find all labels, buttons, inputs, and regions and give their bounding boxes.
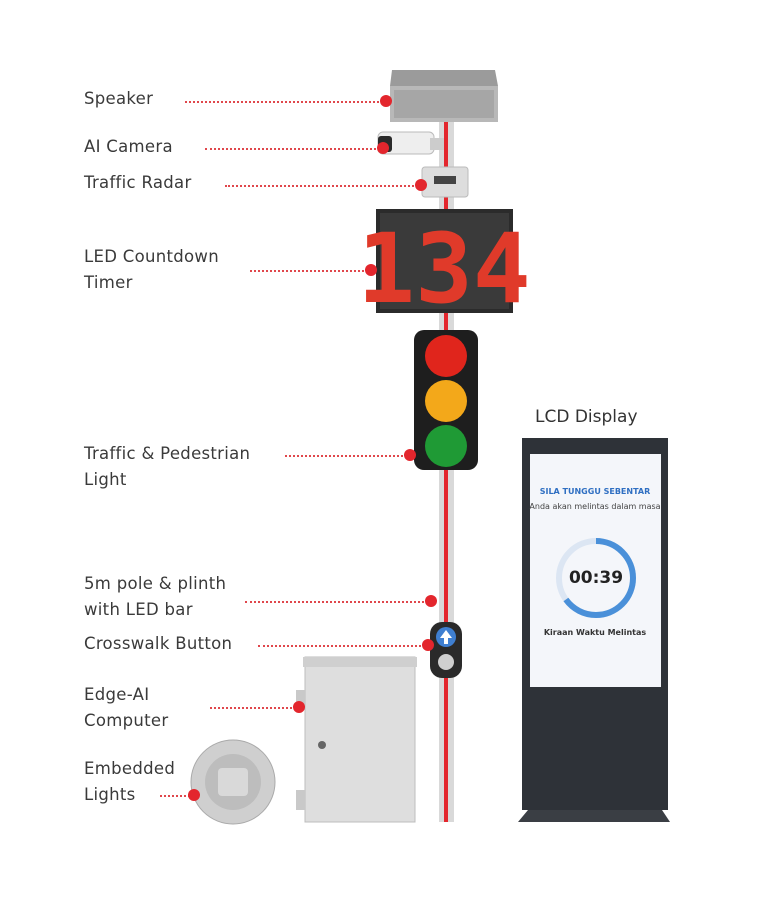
lcd-progress-ring: [556, 538, 636, 618]
leader-edge-ai: [210, 707, 296, 709]
speaker-device: [390, 70, 498, 122]
callout-dot-pole: [425, 595, 437, 607]
traffic-radar-device: [421, 166, 469, 198]
crosswalk-button-device: [430, 622, 462, 678]
leader-ai-camera: [205, 148, 380, 150]
callout-dot-led-countdown: [365, 264, 377, 276]
leader-traffic-radar: [225, 185, 418, 187]
label-ai-camera: AI Camera: [84, 137, 173, 156]
leader-crosswalk-button: [258, 645, 425, 647]
edge-ai-computer-device: [296, 656, 417, 823]
label-crosswalk-button: Crosswalk Button: [84, 634, 233, 653]
label-edge-ai: Edge-AI Computer: [84, 685, 169, 730]
lcd-screen-footer: Kiraan Waktu Melintas: [543, 628, 647, 637]
callout-dot-ai-camera: [377, 142, 389, 154]
label-traffic-radar: Traffic Radar: [84, 173, 192, 192]
traffic-light-device: [414, 330, 478, 470]
callout-dot-traffic-radar: [415, 179, 427, 191]
label-pole: 5m pole & plinth with LED bar: [84, 574, 227, 619]
amber-lamp: [425, 380, 467, 422]
label-led-countdown: LED Countdown Timer: [84, 247, 219, 292]
label-embedded-lights: Embedded Lights: [84, 759, 176, 804]
embedded-light-device: [190, 739, 276, 825]
label-speaker: Speaker: [84, 89, 154, 108]
callout-dot-crosswalk-button: [422, 639, 434, 651]
leader-speaker: [185, 101, 383, 103]
callout-dot-traffic-light: [404, 449, 416, 461]
countdown-timer-device: [376, 209, 513, 313]
label-traffic-light: Traffic & Pedestrian Light: [84, 444, 251, 489]
callout-dot-speaker: [380, 95, 392, 107]
lcd-screen-subtext: Anda akan melintas dalam masa: [529, 502, 661, 511]
red-lamp: [425, 335, 467, 377]
callout-dot-embedded-lights: [188, 789, 200, 801]
callout-dot-edge-ai: [293, 701, 305, 713]
leader-embedded-lights: [160, 795, 190, 797]
lcd-screen-time: 00:39: [568, 568, 624, 588]
arrow-up-icon: [440, 630, 452, 644]
lcd-display-device: [518, 438, 670, 822]
leader-traffic-light: [285, 455, 407, 457]
leader-led-countdown: [250, 270, 368, 272]
lcd-display-title: LCD Display: [535, 407, 638, 427]
green-lamp: [425, 425, 467, 467]
countdown-digits: 134: [357, 213, 530, 325]
lcd-screen-header: SILA TUNGGU SEBENTAR: [539, 487, 651, 496]
leader-pole: [245, 601, 428, 603]
